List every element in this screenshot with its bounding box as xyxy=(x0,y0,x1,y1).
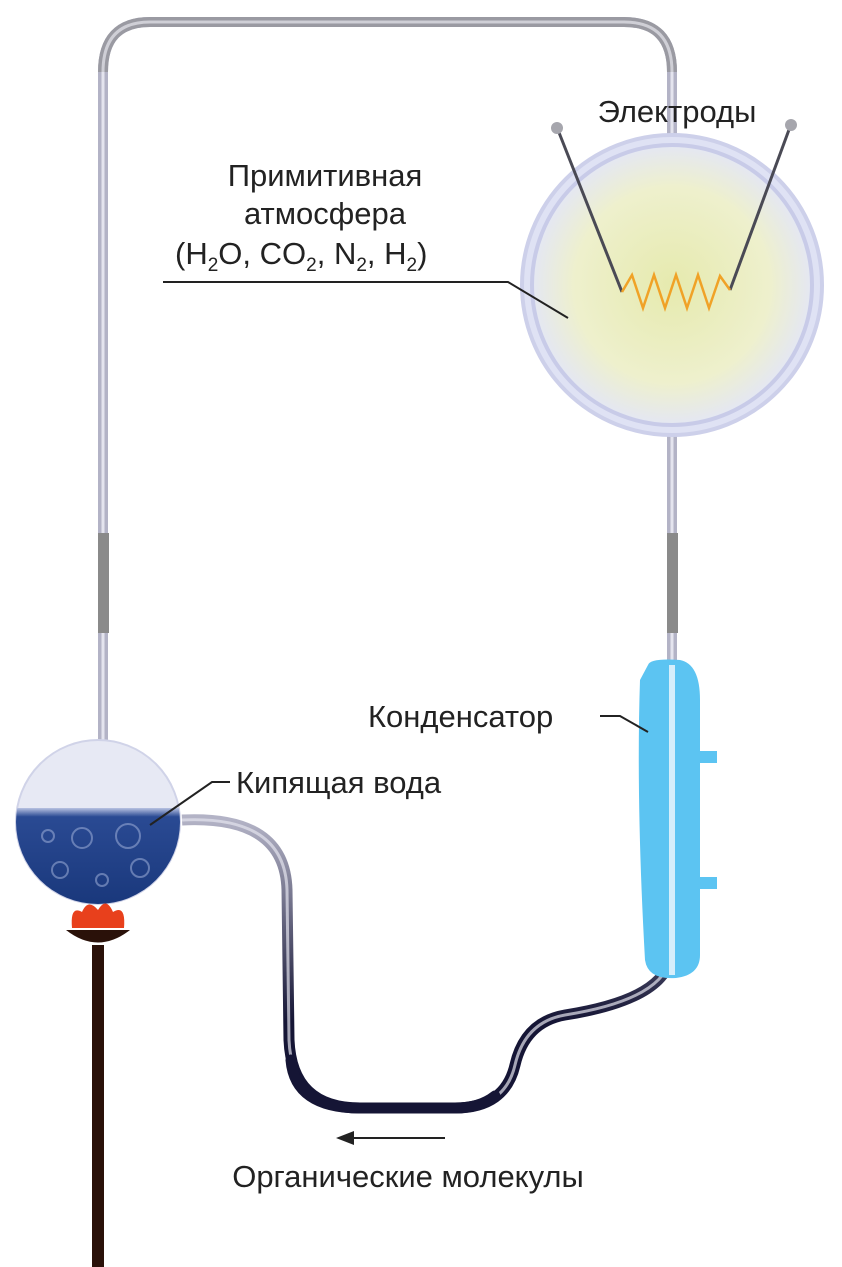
boiling-water-label: Кипящая вода xyxy=(236,765,442,800)
atmosphere-formula: (H2O, CO2, N2, H2) xyxy=(175,236,427,276)
formula-close: ) xyxy=(417,236,427,271)
formula-h2-sub: 2 xyxy=(407,255,418,276)
flame-icon xyxy=(71,903,125,928)
formula-n2-n: N xyxy=(334,236,356,271)
boiling-flask xyxy=(15,739,181,905)
electrode-tip-left xyxy=(551,122,563,134)
spark-zigzag xyxy=(620,271,732,312)
condenser-label: Конденсатор xyxy=(368,699,553,734)
formula-n2-sub: 2 xyxy=(356,255,367,276)
atmosphere-label-line1: Примитивная xyxy=(228,158,423,193)
atmosphere-leader-line xyxy=(163,281,569,319)
formula-open: ( xyxy=(175,236,186,271)
formula-h2-h: H xyxy=(384,236,406,271)
flow-arrow xyxy=(336,1131,445,1145)
formula-sep2: , xyxy=(367,236,384,271)
condenser xyxy=(638,659,717,979)
formula-h2o-o: O, xyxy=(218,236,259,271)
formula-h2o-sub: 2 xyxy=(208,255,219,276)
boiling-water-leader-line xyxy=(149,781,230,826)
formula-co2-c: CO xyxy=(260,236,307,271)
atmosphere-label-line2: атмосфера xyxy=(244,196,407,231)
tube-joint-right xyxy=(667,533,678,633)
tube-joint-left xyxy=(98,533,109,633)
electrode-tip-right xyxy=(785,119,797,131)
electrodes xyxy=(551,119,797,312)
formula-sep1: , xyxy=(317,236,334,271)
organic-molecules-trap xyxy=(285,1054,501,1114)
organic-molecules-label: Органические молекулы xyxy=(232,1159,584,1194)
formula-co2-sub: 2 xyxy=(306,255,317,276)
lower-tube xyxy=(181,814,676,1114)
burner xyxy=(66,903,130,1267)
formula-h2o-h: H xyxy=(185,236,207,271)
condenser-leader-line xyxy=(600,715,649,733)
electrodes-label: Электроды xyxy=(598,94,757,129)
upper-tube xyxy=(98,17,677,750)
